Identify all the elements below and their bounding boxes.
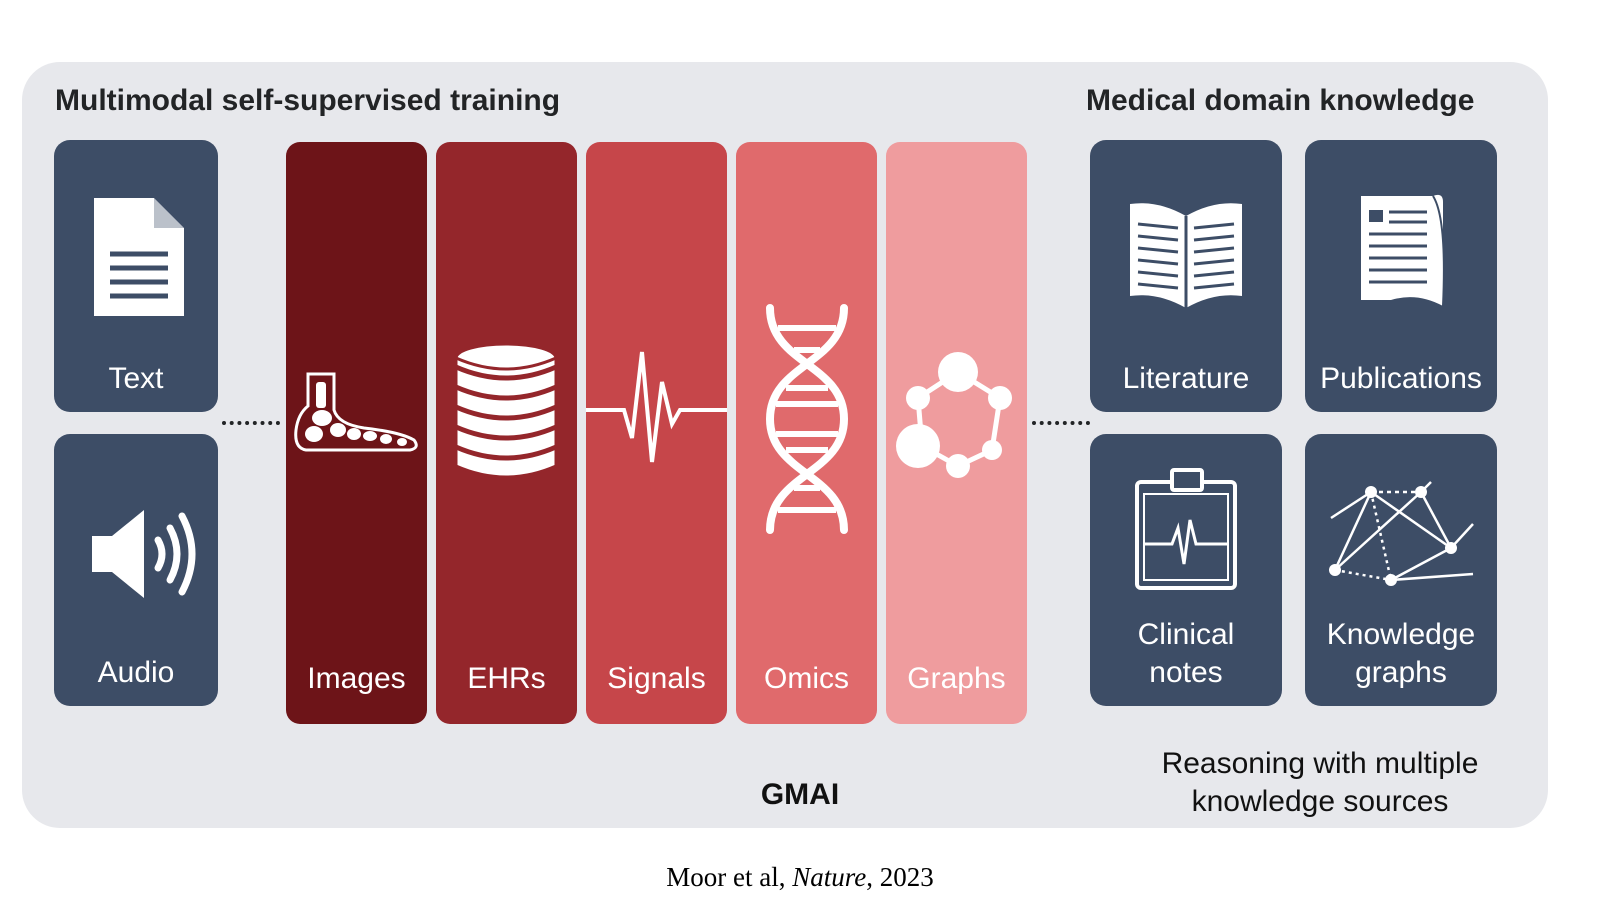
ehrs-label: EHRs [467,662,546,695]
audio-tile-label: Audio [97,656,175,689]
images-column: Images [286,142,427,724]
reasoning-line1: Reasoning with multiple [1161,747,1479,780]
knowledge-graphs-label-line2: graphs [1355,656,1447,689]
graphs-label: Graphs [907,662,1006,695]
gmai-label: GMAI [760,778,840,811]
text-tile-label: Text [108,362,164,395]
database-icon [454,342,558,478]
citation-journal: Nature [792,862,867,892]
molecule-graph-icon [896,352,1012,478]
graphs-column: Graphs [886,142,1027,724]
clinical-notes-label-line2: notes [1149,656,1223,689]
literature-label: Literature [1122,362,1250,395]
ehrs-column: EHRs [436,142,577,724]
document-icon [94,198,184,316]
reasoning-caption: Reasoning with multiple knowledge source… [1100,745,1540,821]
dna-icon [765,304,849,534]
citation-authors: Moor et al, [666,862,793,892]
waveform-icon [586,351,727,463]
clipboard-icon [1135,468,1237,590]
text-tile: Text [54,140,218,412]
clinical-notes-label-line1: Clinical [1137,618,1235,651]
network-icon [1329,481,1474,586]
citation: Moor et al, Nature, 2023 [0,862,1600,893]
omics-column: Omics [736,142,877,724]
audio-tile: Audio [54,434,218,706]
knowledge-graphs-tile: Knowledge graphs [1305,434,1497,706]
publications-label: Publications [1320,362,1482,395]
speaker-icon [92,510,196,598]
signals-column: Signals [586,142,727,724]
foot-xray-icon [294,372,418,452]
reasoning-line2: knowledge sources [1191,785,1449,818]
left-connector-dots [222,421,280,425]
knowledge-graphs-label-line1: Knowledge [1326,618,1476,651]
literature-tile: Literature [1090,140,1282,412]
images-label: Images [307,662,406,695]
right-connector-dots [1032,421,1090,425]
citation-year: , 2023 [866,862,934,892]
open-book-icon [1130,203,1242,308]
clinical-notes-tile: Clinical notes [1090,434,1282,706]
journal-icon [1361,194,1445,307]
left-heading: Multimodal self-supervised training [55,84,561,117]
omics-label: Omics [764,662,849,695]
publications-tile: Publications [1305,140,1497,412]
right-heading: Medical domain knowledge [1086,84,1475,117]
signals-label: Signals [607,662,706,695]
